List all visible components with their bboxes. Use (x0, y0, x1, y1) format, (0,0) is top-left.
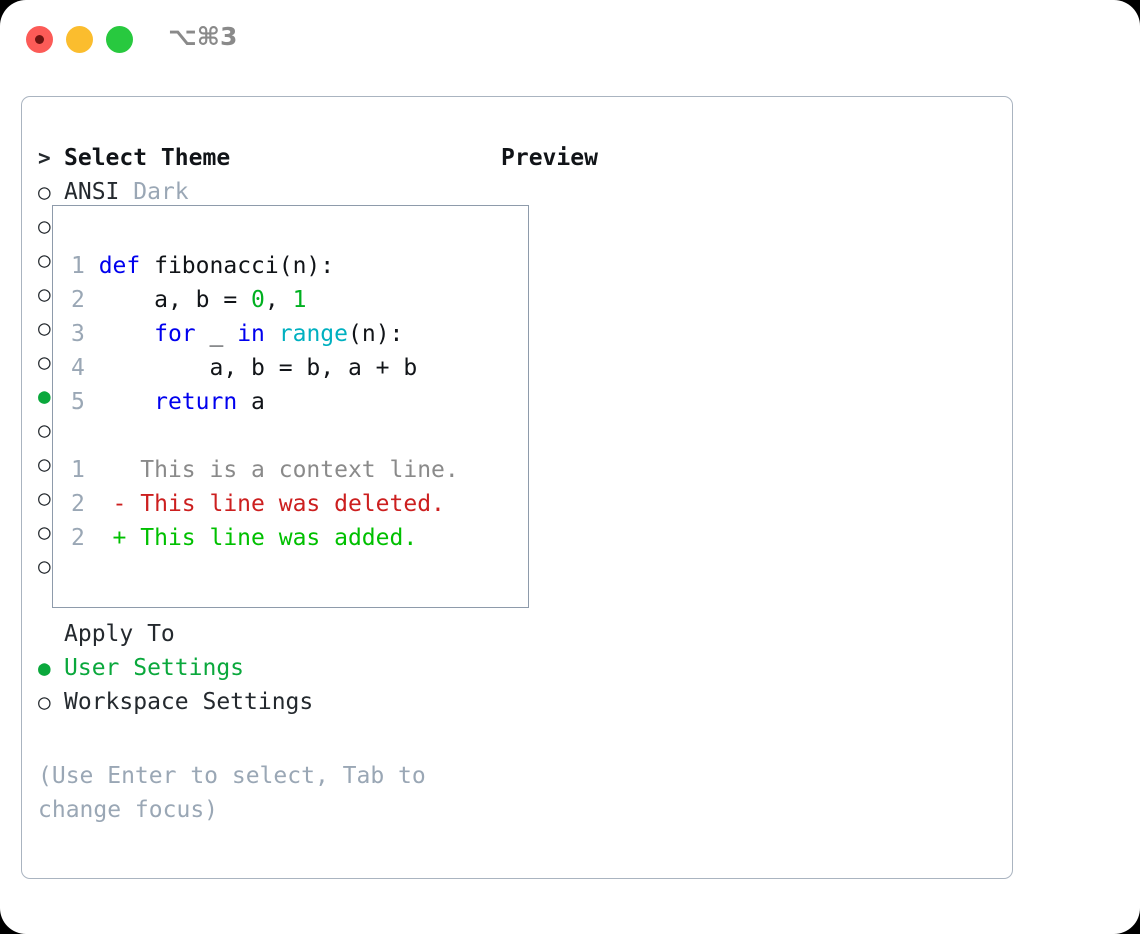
shortcut-label: ⌥⌘3 (168, 22, 238, 51)
code-token: for (154, 321, 196, 347)
line-number: 2 (71, 491, 99, 517)
minimize-button[interactable] (66, 26, 93, 53)
radio-selected-icon[interactable]: ● (38, 656, 64, 680)
diff-line-text: + This line was added. (98, 525, 418, 551)
diff-line-text: - This line was deleted. (98, 491, 445, 517)
code-line: 2 a, b = 0, 1 (71, 283, 459, 317)
radio-unselected-icon[interactable]: ○ (38, 554, 64, 578)
keyboard-hint: (Use Enter to select, Tab to change focu… (38, 763, 440, 823)
code-token: (n): (348, 321, 404, 347)
radio-unselected-icon[interactable]: ○ (38, 486, 64, 510)
line-number: 4 (71, 355, 99, 381)
line-number: 2 (71, 287, 99, 313)
radio-unselected-icon[interactable]: ○ (38, 214, 64, 238)
apply-to-header: Apply To (38, 617, 478, 651)
code-diff-gap (71, 419, 459, 453)
preview-column: Preview (501, 141, 991, 175)
close-button[interactable] (26, 26, 53, 53)
code-token: 0 (251, 287, 265, 313)
theme-option-variant: Dark (133, 179, 189, 205)
radio-unselected-icon[interactable]: ○ (38, 316, 64, 340)
code-token (99, 389, 154, 415)
diff-line: 2 + This line was added. (71, 521, 459, 555)
radio-unselected-icon[interactable]: ○ (38, 452, 64, 476)
radio-unselected-icon[interactable]: ○ (38, 690, 64, 714)
radio-unselected-icon[interactable]: ○ (38, 248, 64, 272)
radio-unselected-icon[interactable]: ○ (38, 418, 64, 442)
line-number: 2 (71, 525, 99, 551)
radio-selected-icon[interactable]: ● (38, 384, 64, 408)
radio-unselected-icon[interactable]: ○ (38, 350, 64, 374)
preview-title: Preview (501, 145, 598, 171)
code-line: 4 a, b = b, a + b (71, 351, 459, 385)
radio-unselected-icon[interactable]: ○ (38, 520, 64, 544)
radio-unselected-icon[interactable]: ○ (38, 180, 64, 204)
code-token (99, 321, 154, 347)
code-token: in (237, 321, 265, 347)
code-token: a, b = b, a + b (98, 355, 418, 381)
theme-picker-panel: > Select Theme○ ANSI Dark○ Atom One Dark… (21, 96, 1013, 879)
code-token: 1 (292, 287, 307, 313)
theme-option-name: ANSI (64, 179, 134, 205)
diff-line-text: This is a context line. (98, 457, 459, 483)
radio-unselected-icon[interactable]: ○ (38, 282, 64, 306)
code-token: fibonacci(n): (154, 253, 335, 279)
code-token: _ (195, 321, 238, 347)
title-bar: ⌥⌘3 (0, 0, 1140, 78)
diff-line: 1 This is a context line. (71, 453, 459, 487)
line-number: 1 (71, 457, 99, 483)
code-line: 3 for _ in range(n): (71, 317, 459, 351)
line-number: 5 (71, 389, 99, 415)
code-token: return (154, 389, 238, 415)
apply-to-option-name: User Settings (64, 655, 245, 681)
line-number: 1 (71, 253, 99, 279)
cursor-marker-icon: > (38, 146, 64, 170)
code-token: def (98, 253, 141, 279)
code-line: 5 return a (71, 385, 459, 419)
theme-option[interactable]: ○ ANSI Dark (38, 175, 478, 209)
code-token: a (237, 389, 265, 415)
code-line: 1 def fibonacci(n): (71, 249, 459, 283)
zoom-button[interactable] (106, 26, 133, 53)
line-number: 3 (71, 321, 99, 347)
apply-to-option-name: Workspace Settings (64, 689, 314, 715)
code-token: , (264, 287, 293, 313)
code-token (140, 253, 154, 279)
header-indent (38, 617, 64, 651)
code-token (265, 321, 279, 347)
record-indicator-icon (35, 35, 44, 44)
theme-list-title: Select Theme (64, 145, 231, 171)
apply-to-list: Apply To● User Settings○ Workspace Setti… (38, 617, 478, 719)
theme-list-header: > Select Theme (38, 141, 478, 175)
code-token: a, b = (98, 287, 252, 313)
apply-to-option[interactable]: ● User Settings (38, 651, 478, 685)
code-token: range (278, 321, 348, 347)
apply-to-title: Apply To (64, 621, 175, 647)
apply-to-option[interactable]: ○ Workspace Settings (38, 685, 478, 719)
diff-line: 2 - This line was deleted. (71, 487, 459, 521)
